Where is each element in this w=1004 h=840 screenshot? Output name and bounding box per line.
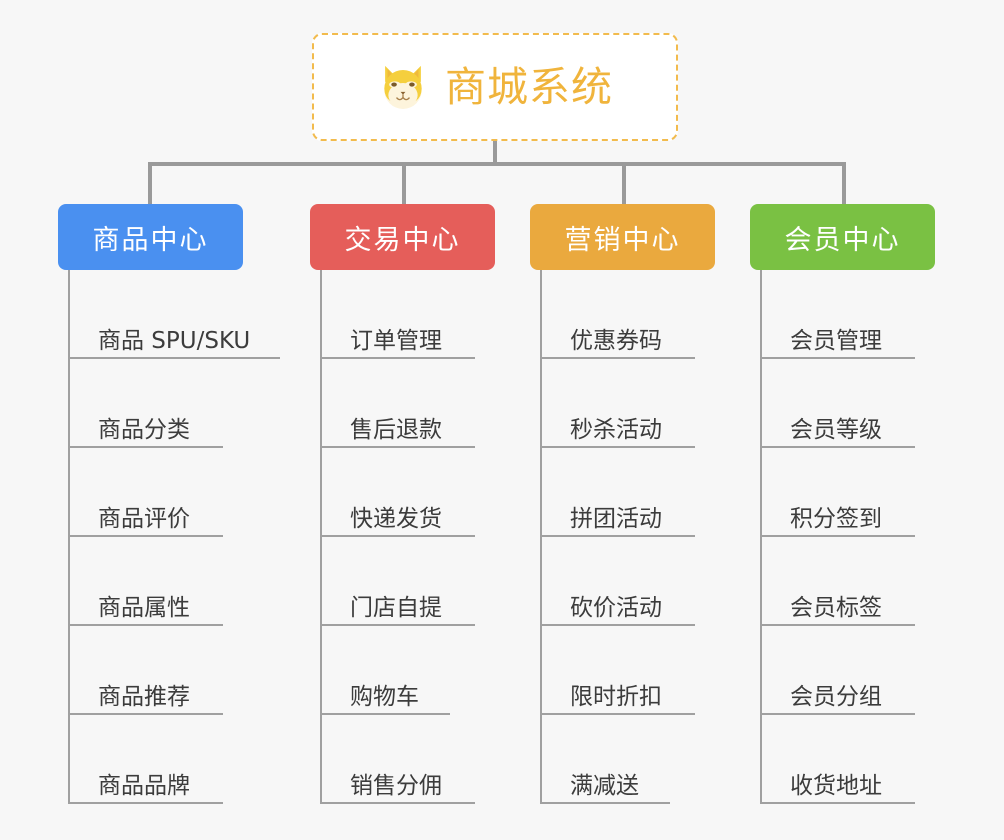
connector-horizontal-bus <box>148 162 846 166</box>
column-trade-center: 交易中心 订单管理 售后退款 快递发货 门店自提 购物车 销售分佣 <box>310 204 500 804</box>
list-item[interactable]: 会员等级 <box>760 359 915 448</box>
list-item[interactable]: 满减送 <box>540 715 670 804</box>
root-title: 商城系统 <box>445 62 613 111</box>
list-item[interactable]: 砍价活动 <box>540 537 695 626</box>
column-marketing-center: 营销中心 优惠券码 秒杀活动 拼团活动 砍价活动 限时折扣 满减送 <box>530 204 720 804</box>
list-item[interactable]: 快递发货 <box>320 448 475 537</box>
list-item[interactable]: 售后退款 <box>320 359 475 448</box>
list-item[interactable]: 拼团活动 <box>540 448 695 537</box>
connector-drop-3 <box>622 162 626 206</box>
category-header-product-center[interactable]: 商品中心 <box>58 204 243 270</box>
list-item[interactable]: 门店自提 <box>320 537 475 626</box>
list-item[interactable]: 商品品牌 <box>68 715 223 804</box>
category-label: 商品中心 <box>92 224 209 256</box>
list-item[interactable]: 收货地址 <box>760 715 915 804</box>
column-member-center: 会员中心 会员管理 会员等级 积分签到 会员标签 会员分组 收货地址 <box>750 204 940 804</box>
connector-drop-4 <box>842 162 846 206</box>
leaf-list-marketing-center: 优惠券码 秒杀活动 拼团活动 砍价活动 限时折扣 满减送 <box>530 270 720 804</box>
list-item[interactable]: 商品评价 <box>68 448 223 537</box>
list-item[interactable]: 优惠券码 <box>540 270 695 359</box>
list-item[interactable]: 购物车 <box>320 626 450 715</box>
category-label: 会员中心 <box>784 224 901 256</box>
list-item[interactable]: 商品分类 <box>68 359 223 448</box>
list-item[interactable]: 秒杀活动 <box>540 359 695 448</box>
list-item[interactable]: 限时折扣 <box>540 626 695 715</box>
leaf-list-member-center: 会员管理 会员等级 积分签到 会员标签 会员分组 收货地址 <box>750 270 940 804</box>
column-product-center: 商品中心 商品 SPU/SKU 商品分类 商品评价 商品属性 商品推荐 商品品牌 <box>58 204 280 804</box>
root-node[interactable]: 商城系统 <box>312 33 678 141</box>
list-item[interactable]: 会员管理 <box>760 270 915 359</box>
list-item[interactable]: 积分签到 <box>760 448 915 537</box>
category-label: 营销中心 <box>564 224 681 256</box>
leaf-list-trade-center: 订单管理 售后退款 快递发货 门店自提 购物车 销售分佣 <box>310 270 500 804</box>
list-item[interactable]: 商品 SPU/SKU <box>68 270 280 359</box>
connector-root-stem <box>493 141 497 165</box>
category-header-marketing-center[interactable]: 营销中心 <box>530 204 715 270</box>
category-header-member-center[interactable]: 会员中心 <box>750 204 935 270</box>
list-item[interactable]: 销售分佣 <box>320 715 475 804</box>
connector-drop-2 <box>402 162 406 206</box>
list-item[interactable]: 商品属性 <box>68 537 223 626</box>
list-item[interactable]: 会员标签 <box>760 537 915 626</box>
list-item[interactable]: 订单管理 <box>320 270 475 359</box>
shiba-dog-face-icon <box>384 65 422 109</box>
list-item[interactable]: 商品推荐 <box>68 626 223 715</box>
list-item[interactable]: 会员分组 <box>760 626 915 715</box>
connector-drop-1 <box>148 162 152 206</box>
category-label: 交易中心 <box>344 224 461 256</box>
leaf-list-product-center: 商品 SPU/SKU 商品分类 商品评价 商品属性 商品推荐 商品品牌 <box>58 270 280 804</box>
category-header-trade-center[interactable]: 交易中心 <box>310 204 495 270</box>
